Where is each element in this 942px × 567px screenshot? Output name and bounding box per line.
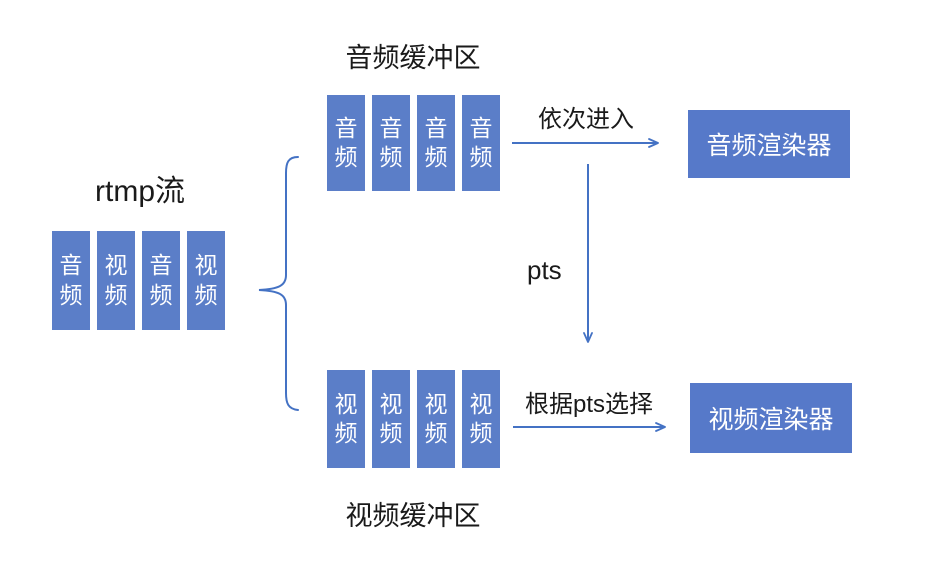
video-buffer-block: 视频: [327, 370, 365, 468]
audio-buffer-block: 音频: [327, 95, 365, 191]
audio-buffer-title: 音频缓冲区: [345, 43, 481, 73]
rtmp-stream-block: 视频: [187, 231, 225, 330]
video-buffer-block: 视频: [417, 370, 455, 468]
audio-renderer-box: 音频渲染器: [688, 110, 850, 178]
audio-flow-arrow-label: 依次进入: [538, 106, 634, 133]
audio-buffer-block: 音频: [372, 95, 410, 191]
rtmp-stream-block: 视频: [97, 231, 135, 330]
video-renderer-box: 视频渲染器: [690, 383, 852, 453]
audio-buffer-block: 音频: [462, 95, 500, 191]
video-flow-arrow-label: 根据pts选择: [524, 391, 653, 418]
split-brace-icon: [258, 156, 299, 411]
rtmp-stream-block: 音频: [52, 231, 90, 330]
pts-arrow-label: pts: [527, 255, 562, 285]
video-buffer-block: 视频: [372, 370, 410, 468]
audio-buffer-block: 音频: [417, 95, 455, 191]
video-buffer-block: 视频: [462, 370, 500, 468]
video-buffer-title: 视频缓冲区: [345, 501, 481, 531]
rtmp-stream-block: 音频: [142, 231, 180, 330]
rtmp-stream-title: rtmp流: [95, 175, 185, 208]
